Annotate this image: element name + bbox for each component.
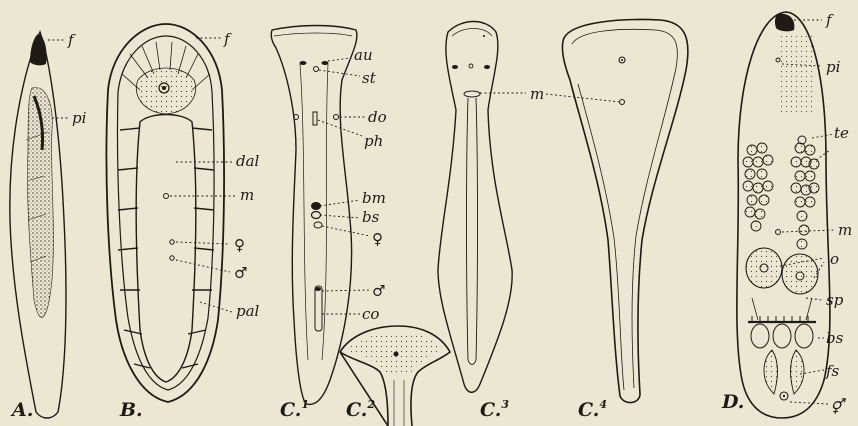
panel-b-label-f: f bbox=[223, 30, 232, 48]
panel-d-fs bbox=[764, 350, 804, 394]
panel-c1-label-do: do bbox=[368, 108, 387, 126]
panel-c1-label-ph: ph bbox=[364, 132, 383, 150]
panel-a-frontal-organ bbox=[30, 34, 47, 65]
panel-d-label-o: o bbox=[830, 250, 839, 268]
panel-d-label-pi: pi bbox=[826, 58, 841, 76]
panel-d-label-m: m bbox=[838, 221, 852, 239]
panel-c3: m C.3 bbox=[438, 22, 620, 422]
panel-d-caption: D. bbox=[721, 391, 744, 413]
panel-b: f dal m ♀ ♂ pal B. bbox=[106, 24, 259, 421]
panel-b-label-female: ♀ bbox=[234, 236, 245, 254]
panel-d-label-te: te bbox=[834, 124, 849, 142]
panel-c1-label-au: au bbox=[354, 46, 373, 64]
panel-a-caption: A. bbox=[10, 399, 33, 421]
panel-d-label-bs: bs bbox=[826, 329, 844, 347]
panel-c1-label-co: co bbox=[362, 305, 379, 323]
panel-a-label-f: f bbox=[67, 31, 76, 49]
panel-c1-caption: C.1 bbox=[280, 398, 309, 421]
panel-c3-body-outline bbox=[438, 22, 512, 393]
panel-d: f pi te m o sp bs fs ⚥ D. bbox=[721, 11, 852, 418]
panel-b-label-male: ♂ bbox=[234, 264, 247, 282]
panel-a: f pi A. bbox=[10, 31, 87, 421]
panel-c4: C.4 bbox=[562, 20, 688, 421]
panel-c1-label-bs: bs bbox=[362, 208, 380, 226]
panel-c1-label-st: st bbox=[362, 69, 377, 87]
panel-d-testes bbox=[743, 143, 819, 249]
panel-d-ovaries bbox=[746, 248, 818, 294]
panel-c1-label-female: ♀ bbox=[372, 230, 383, 248]
panel-d-frontal-organ bbox=[775, 14, 794, 32]
panel-c2-caption: C.2 bbox=[346, 398, 375, 421]
panel-a-label-pi: pi bbox=[72, 109, 87, 127]
panel-c3-label-m: m bbox=[530, 85, 544, 103]
panel-c4-caption: C.4 bbox=[578, 398, 607, 421]
panel-b-label-pal: pal bbox=[236, 302, 260, 320]
panel-d-bursa-seminalis bbox=[748, 316, 816, 348]
panel-c1-label-bm: bm bbox=[362, 189, 386, 207]
panel-c2: C.2 bbox=[340, 326, 450, 426]
panel-b-label-m: m bbox=[240, 186, 254, 204]
panel-b-caption: B. bbox=[119, 399, 143, 421]
panel-c1-label-male: ♂ bbox=[372, 282, 385, 300]
panel-d-label-sp: sp bbox=[826, 291, 844, 309]
panel-d-label-f: f bbox=[825, 11, 834, 29]
panel-b-label-dal: dal bbox=[236, 152, 260, 170]
panel-c3-caption: C.3 bbox=[480, 398, 509, 421]
panel-d-label-hermaphrodite: ⚥ bbox=[830, 398, 846, 416]
panel-d-pigment-zone bbox=[778, 36, 816, 114]
panel-d-label-fs: fs bbox=[825, 362, 840, 380]
panel-b-gut-lumen bbox=[136, 115, 196, 383]
panel-c1: au st do ph bm bs ♀ ♂ co C.1 bbox=[271, 26, 386, 422]
panel-c4-body-outline bbox=[562, 20, 688, 403]
